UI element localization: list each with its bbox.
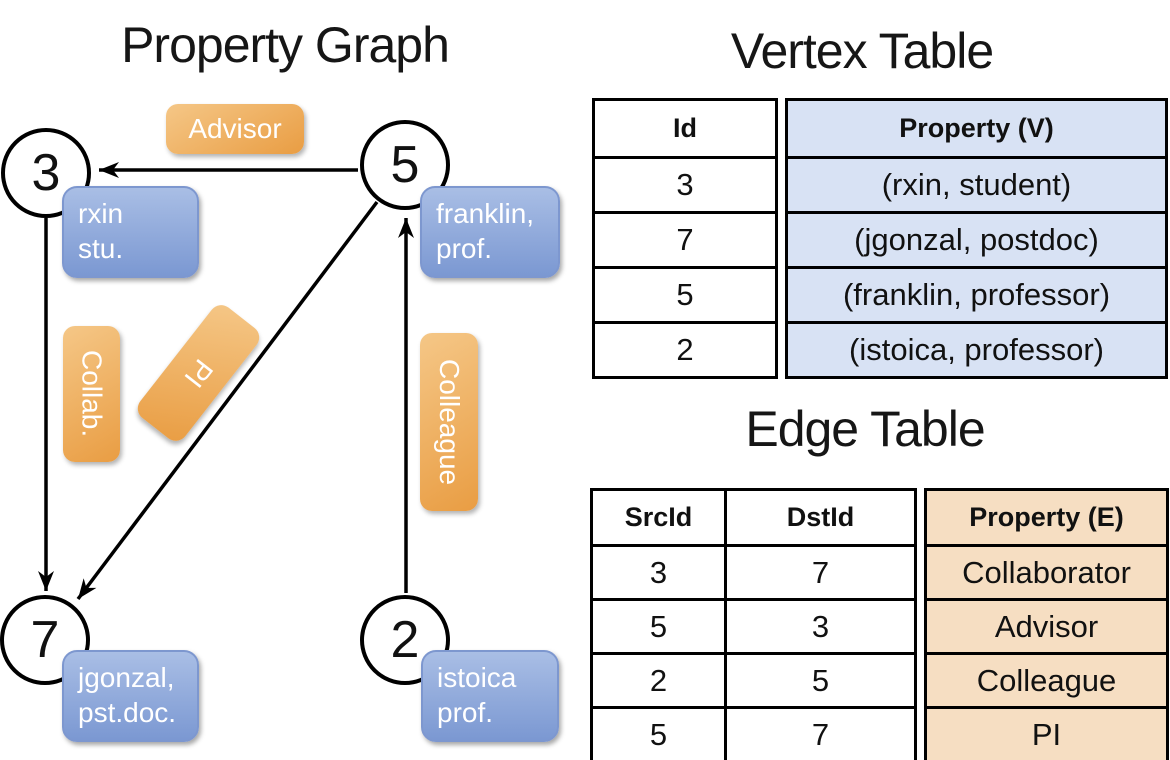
- edge-table-title: Edge Table: [745, 401, 985, 457]
- edge-label-collab: Collab.: [63, 326, 120, 462]
- edge-table-cell-property: PI: [924, 706, 1169, 760]
- vertex-property-box-jgonzal-line2: pst.doc.: [78, 697, 177, 728]
- graph-node-7-label: 7: [30, 611, 60, 669]
- edge-table-cell-dst: 5: [724, 652, 917, 709]
- vertex-property-box-rxin-line1: rxin: [78, 198, 124, 229]
- vertex-property-box-istoica-line1: istoica: [437, 662, 517, 693]
- edge-label-colleague-text: Colleague: [434, 358, 465, 486]
- vertex-table-cell-id: 2: [592, 321, 778, 379]
- vertex-property-box-franklin-line2: prof.: [436, 233, 493, 264]
- edge-table-cell-src: 3: [590, 544, 727, 601]
- edge-id-table: SrcId DstId 3 7 5 3 2 5 5 7: [590, 488, 917, 760]
- vertex-property-box-franklin-line1: franklin,: [436, 198, 535, 229]
- vertex-property-table: Property (V) (rxin, student) (jgonzal, p…: [785, 98, 1168, 379]
- edge-table-cell-dst: 7: [724, 706, 917, 760]
- vertex-property-box-jgonzal: jgonzal, pst.doc.: [62, 650, 199, 742]
- edge-arrows-layer: [38, 162, 414, 601]
- vertex-table-cell-property: (istoica, professor): [785, 321, 1168, 379]
- vertex-table-header-property: Property (V): [785, 98, 1168, 159]
- edge-line-pi-5-7: [76, 200, 379, 601]
- vertex-table-cell-id: 5: [592, 266, 778, 324]
- edge-label-colleague: Colleague: [420, 333, 478, 511]
- edge-table-cell-src: 5: [590, 598, 727, 655]
- edge-table-header-srcid: SrcId: [590, 488, 727, 547]
- edge-label-collab-text: Collab.: [76, 350, 108, 438]
- vertex-property-box-istoica-line2: prof.: [437, 697, 494, 728]
- edge-label-advisor: Advisor: [166, 104, 304, 154]
- vertex-table-header-id: Id: [592, 98, 778, 159]
- edge-table-cell-property: Collaborator: [924, 544, 1169, 601]
- graph-node-5-label: 5: [390, 136, 420, 194]
- vertex-table-cell-property: (rxin, student): [785, 156, 1168, 214]
- edge-property-table: Property (E) Collaborator Advisor Collea…: [924, 488, 1169, 760]
- edge-table-header-property: Property (E): [924, 488, 1169, 547]
- vertex-table-title: Vertex Table: [730, 23, 994, 79]
- vertex-property-box-jgonzal-line1: jgonzal,: [78, 662, 175, 693]
- edge-label-advisor-text: Advisor: [188, 113, 282, 144]
- graph-node-3-label: 3: [31, 144, 61, 202]
- vertex-table-cell-property: (jgonzal, postdoc): [785, 211, 1168, 269]
- vertex-property-box-rxin: rxin stu.: [62, 186, 199, 278]
- vertex-table: Id 3 7 5 2 Property (V) (rxin, student) …: [592, 98, 1168, 379]
- edge-table-cell-src: 5: [590, 706, 727, 760]
- vertex-property-box-rxin-line2: stu.: [78, 233, 124, 264]
- vertex-property-box-franklin: franklin, prof.: [420, 186, 560, 278]
- graph-node-2: 2: [360, 595, 450, 685]
- graph-node-2-label: 2: [390, 611, 420, 669]
- property-graph-title: Property Graph: [121, 17, 450, 73]
- vertex-property-box-istoica: istoica prof.: [421, 650, 559, 742]
- edge-table: SrcId DstId 3 7 5 3 2 5 5 7 Property (E)…: [590, 488, 1169, 760]
- edge-table-cell-property: Colleague: [924, 652, 1169, 709]
- edge-table-cell-dst: 7: [724, 544, 917, 601]
- vertex-table-cell-property: (franklin, professor): [785, 266, 1168, 324]
- edge-table-header-dstid: DstId: [724, 488, 917, 547]
- edge-table-cell-src: 2: [590, 652, 727, 709]
- edge-table-cell-dst: 3: [724, 598, 917, 655]
- vertex-id-table: Id 3 7 5 2: [592, 98, 778, 379]
- vertex-table-cell-id: 7: [592, 211, 778, 269]
- edge-table-cell-property: Advisor: [924, 598, 1169, 655]
- vertex-table-cell-id: 3: [592, 156, 778, 214]
- graph-node-5: 5: [360, 120, 450, 210]
- edge-label-pi-text: PI: [178, 353, 220, 394]
